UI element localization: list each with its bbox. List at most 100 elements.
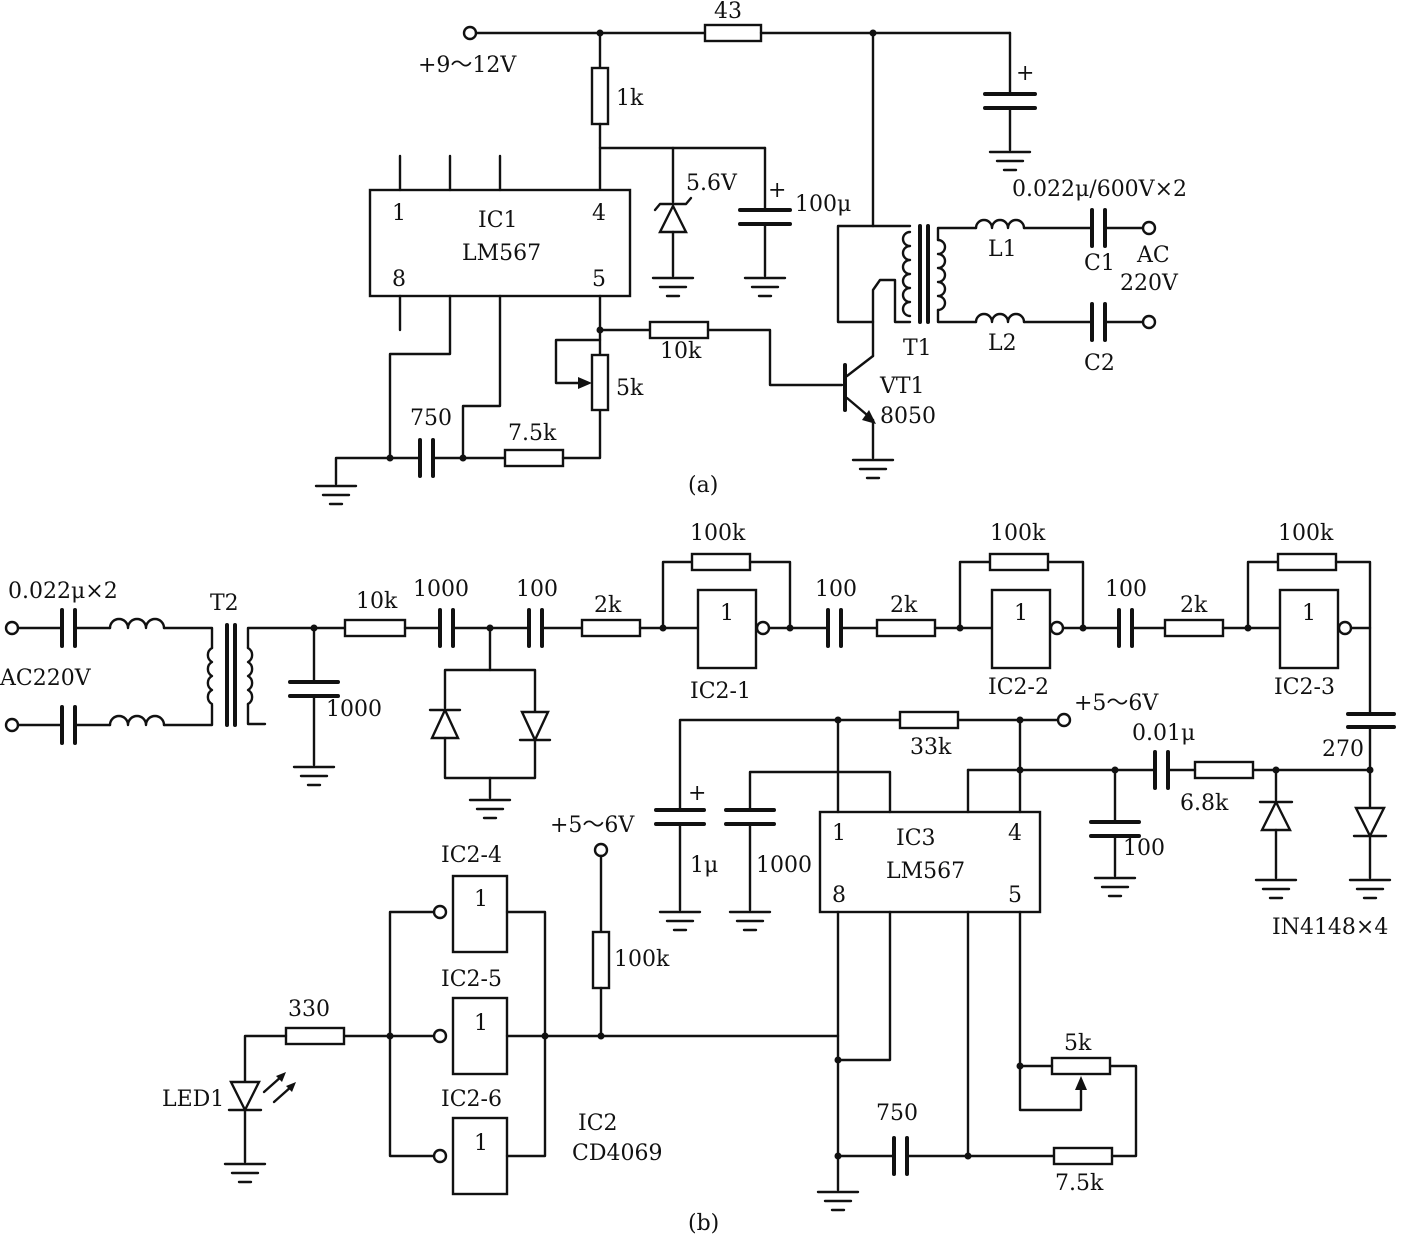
label-t2: T2	[210, 591, 239, 616]
inverter-ic2-6	[451, 1116, 509, 1196]
label-ic2-1-one: 1	[720, 601, 734, 626]
label-ic3-pin8: 8	[832, 883, 846, 908]
label-supply-b-left: +5～6V	[550, 813, 635, 838]
label-cap-1u: 1μ	[690, 853, 718, 878]
label-ic3-pin1: 1	[832, 821, 846, 846]
circuit-a: 43 +9～12V 1k 5.6V + 100μ 1 4 8 5 IC1	[314, 0, 1187, 506]
t2-primary	[206, 646, 214, 706]
ac-terminal-1-a	[1141, 220, 1157, 236]
label-supply-b-right: +5～6V	[1074, 691, 1159, 716]
label-l1: L1	[988, 237, 1017, 262]
resistor-2k-b	[875, 618, 937, 638]
label-pot-5k-b: 5k	[1064, 1031, 1092, 1056]
diode-right-b	[1354, 806, 1386, 839]
ac-terminal-2-a	[1141, 314, 1157, 330]
label-ic3-name: IC3	[896, 826, 936, 851]
label-supply-a: +9～12V	[418, 53, 517, 78]
label-cap-100-a: 100	[516, 577, 558, 602]
label-cap-100-b: 100	[815, 577, 857, 602]
supply-terminal-b-right	[1056, 712, 1072, 728]
label-cap-750-b: 750	[876, 1101, 918, 1126]
label-ic1-pin5: 5	[592, 267, 606, 292]
label-r-10k-a: 10k	[660, 339, 702, 364]
label-ic2-part: CD4069	[572, 1141, 662, 1166]
led1-symbol	[229, 1080, 261, 1113]
label-ac-a-line2: 220V	[1120, 271, 1179, 296]
ic1-chip	[368, 188, 632, 298]
label-plus-100u: +	[768, 178, 786, 203]
label-cap-100u: 100μ	[795, 192, 851, 217]
label-ic1-name: IC1	[478, 208, 518, 233]
label-ic1-part: LM567	[462, 241, 541, 266]
label-ic2-name: IC2	[578, 1111, 618, 1136]
label-r-100k-b: 100k	[990, 521, 1046, 546]
label-ic1-pin8: 8	[392, 267, 406, 292]
label-ic2-2-one: 1	[1014, 601, 1028, 626]
ic3-chip	[818, 810, 1042, 914]
diode-left	[430, 707, 460, 740]
label-cap-100-d: 100	[1123, 836, 1165, 861]
resistor-43	[703, 23, 763, 43]
label-l2: L2	[988, 331, 1017, 356]
label-cap-1000-shunt: 1000	[326, 697, 382, 722]
label-cap-750-a: 750	[410, 406, 452, 431]
label-r-2k-c: 2k	[1180, 593, 1208, 618]
resistor-2k-c	[1163, 618, 1225, 638]
caption-a: (a)	[688, 473, 718, 498]
label-plus-1u: +	[688, 781, 706, 806]
inverter-ic2-4	[451, 874, 509, 954]
t1-secondary	[936, 238, 947, 312]
label-ic3-part: LM567	[886, 859, 965, 884]
label-r-100k-c: 100k	[1278, 521, 1334, 546]
label-coupling-a: 0.022μ/600V×2	[1012, 177, 1187, 202]
resistor-100k-a	[690, 552, 752, 572]
label-ic2-5: IC2-5	[441, 967, 502, 992]
label-r-100k-a: 100k	[690, 521, 746, 546]
label-cap-1000-series: 1000	[413, 577, 469, 602]
resistor-2k-a	[580, 618, 642, 638]
supply-terminal-a	[462, 25, 478, 41]
resistor-10k-a	[648, 320, 710, 340]
label-vt1-part: 8050	[880, 404, 936, 429]
label-vt1-name: VT1	[879, 374, 925, 399]
label-r-2k-b: 2k	[890, 593, 918, 618]
label-pot-5k-a: 5k	[616, 376, 644, 401]
ac-terminal-2-b	[4, 717, 20, 733]
resistor-7-5k-a	[503, 448, 565, 468]
label-coupling-b: 0.022μ×2	[8, 579, 118, 604]
inductor-b-top	[108, 617, 166, 630]
resistor-100k-c	[1276, 552, 1338, 572]
label-ic2-3-one: 1	[1302, 601, 1316, 626]
label-led1: LED1	[162, 1087, 224, 1112]
label-r-7-5k-b: 7.5k	[1055, 1171, 1104, 1196]
label-r-1k: 1k	[616, 86, 644, 111]
label-t1: T1	[903, 336, 932, 361]
inductor-l1	[974, 218, 1026, 230]
inductor-l2	[974, 312, 1026, 324]
inverter-ic2-5	[451, 996, 509, 1076]
zener-diode	[658, 203, 688, 234]
label-cap-1000-c: 1000	[756, 853, 812, 878]
resistor-100k-pullup	[591, 930, 611, 990]
label-diodes-b: IN4148×4	[1272, 915, 1388, 940]
resistor-6-8k	[1193, 760, 1255, 780]
potentiometer-5k-a	[590, 353, 610, 412]
label-zener: 5.6V	[686, 171, 738, 196]
label-ic2-1: IC2-1	[690, 679, 751, 704]
label-ic2-4-one: 1	[474, 887, 488, 912]
label-ic2-5-one: 1	[474, 1011, 488, 1036]
label-r-7-5k-a: 7.5k	[508, 421, 557, 446]
label-r-33k: 33k	[910, 735, 952, 760]
resistor-7-5k-b	[1052, 1146, 1114, 1166]
label-plus-supply-cap: +	[1016, 61, 1034, 86]
resistor-1k	[590, 66, 610, 126]
circuit-b: 0.022μ×2 AC220V T2 1000 10k 1000 100	[0, 521, 1396, 1236]
diode-right	[520, 710, 550, 743]
label-r-10k-b: 10k	[356, 589, 398, 614]
label-ic2-6-one: 1	[474, 1131, 488, 1156]
resistor-100k-b	[988, 552, 1050, 572]
label-r-330: 330	[288, 997, 330, 1022]
label-ic2-4: IC2-4	[441, 843, 502, 868]
label-ic2-6: IC2-6	[441, 1087, 502, 1112]
